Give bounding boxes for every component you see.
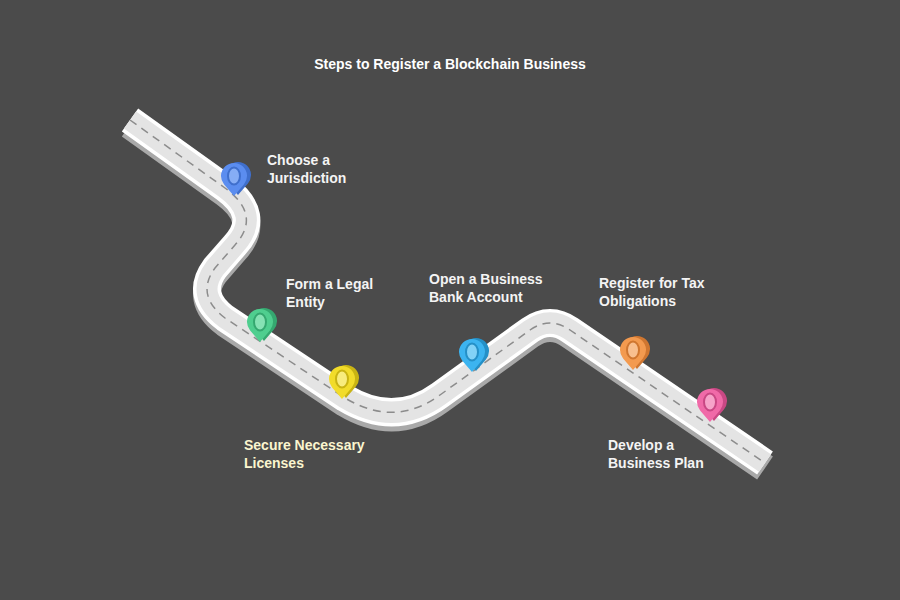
map-pin: Open a Business Bank Account [455, 333, 489, 385]
step-label: Form a Legal Entity [286, 276, 373, 310]
map-pin: Choose a Jurisdiction [217, 157, 251, 209]
step-label-box: Develop a Business Plan [608, 436, 720, 472]
map-pin: Register for Tax Obligations [616, 331, 650, 383]
pin-shape [325, 360, 359, 412]
pin-shape [455, 333, 489, 385]
pin-shape [693, 383, 727, 435]
step-label-box: Choose a Jurisdiction [267, 151, 367, 187]
step-label: Open a Business Bank Account [429, 271, 543, 305]
step-label: Secure Necessary Licenses [244, 437, 365, 471]
step-label-box: Form a Legal Entity [286, 275, 390, 311]
pin-shape [616, 331, 650, 383]
step-label-box: Register for Tax Obligations [599, 274, 729, 310]
step-label: Develop a Business Plan [608, 437, 704, 471]
pin-shape [243, 303, 277, 355]
diagram-title: Steps to Register a Blockchain Business [314, 56, 586, 72]
map-pin: Develop a Business Plan [693, 383, 727, 435]
pin-shape [217, 157, 251, 209]
step-label: Register for Tax Obligations [599, 275, 705, 309]
map-pin: Form a Legal Entity [243, 303, 277, 355]
step-label-box: Open a Business Bank Account [429, 270, 554, 306]
step-label: Choose a Jurisdiction [267, 152, 346, 186]
step-label-box: Secure Necessary Licenses [244, 436, 384, 472]
title-box: Steps to Register a Blockchain Business [0, 56, 900, 72]
map-pin: Secure Necessary Licenses [325, 360, 359, 412]
